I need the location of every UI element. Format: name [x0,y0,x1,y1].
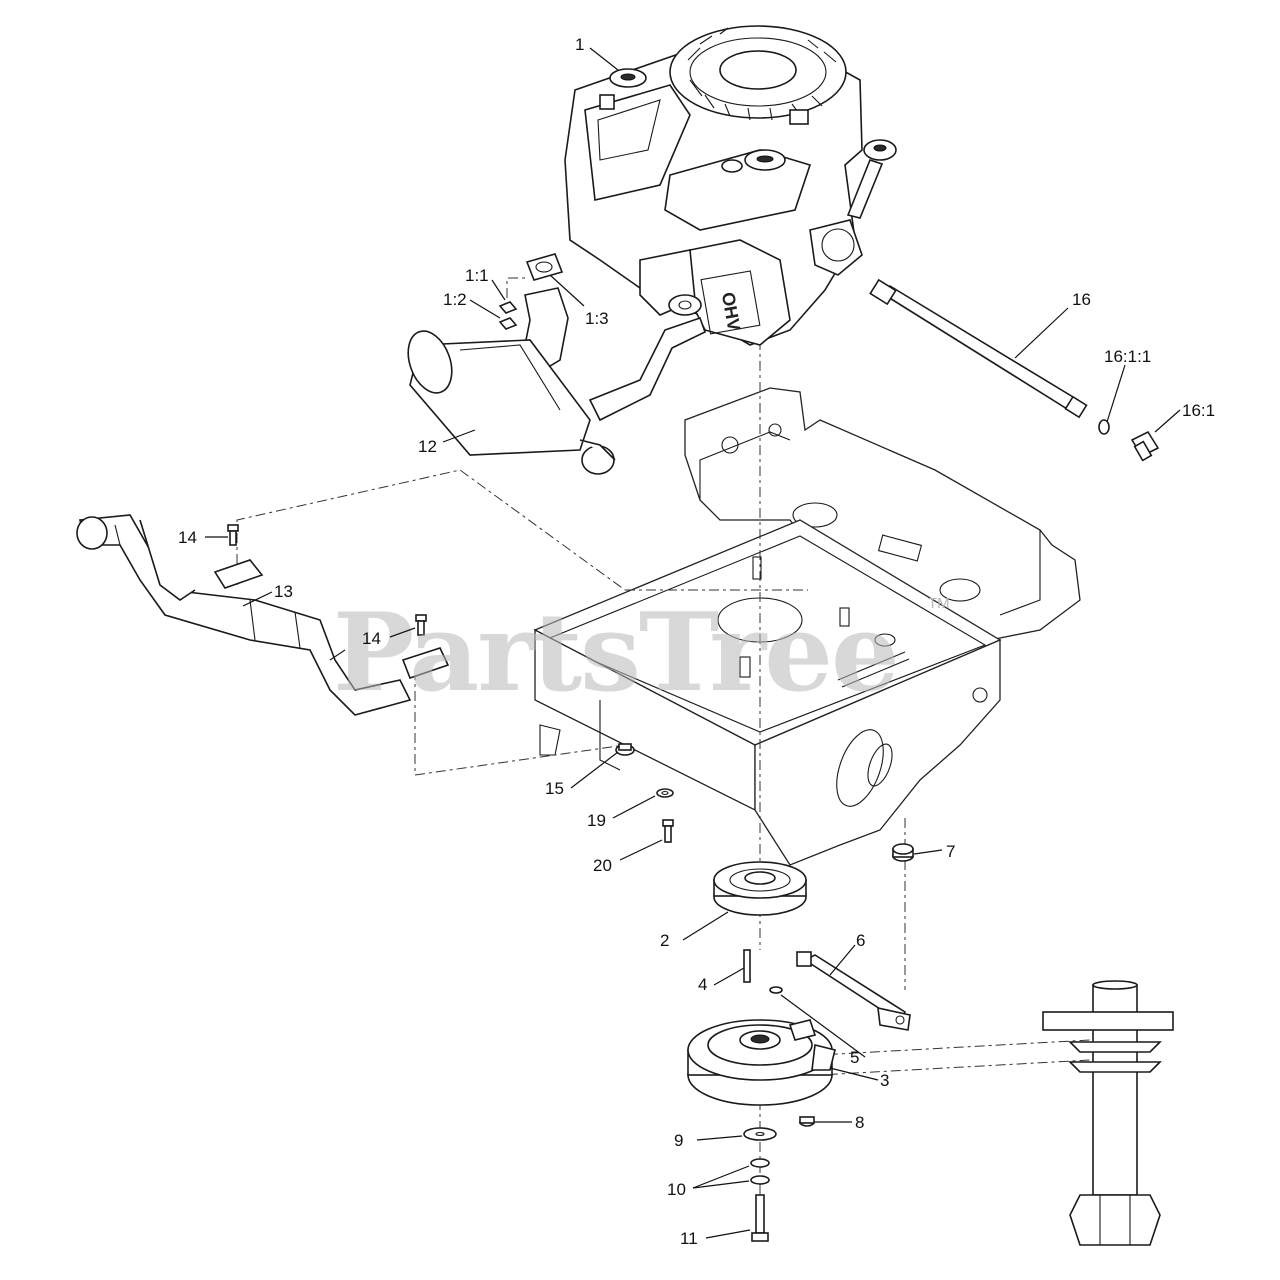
callout-7: 7 [946,842,955,861]
callout-16: 16 [1072,290,1091,309]
callout-9: 9 [674,1131,683,1150]
callout-1: 1 [575,35,584,54]
handle-bar[interactable] [76,514,450,716]
watermark-trademark: TM [928,595,950,612]
callout-11: 11 [680,1229,698,1248]
flange-nut[interactable] [615,743,635,756]
anti-rotation-bracket[interactable] [796,951,911,1031]
large-washer[interactable] [743,1127,777,1141]
grommet[interactable] [892,843,914,862]
hydraulic-hose[interactable] [869,278,1088,419]
callout-1-2: 1:2 [443,290,467,309]
spring-washer[interactable] [750,1158,770,1185]
spacer-washer[interactable] [769,986,783,994]
washer-detail-view [1042,980,1174,1246]
callout-14-top: 14 [178,528,197,547]
leader-lines [205,47,1181,1239]
pulley[interactable] [713,861,807,916]
callout-20: 20 [593,856,612,875]
exhaust-nut[interactable] [498,301,518,330]
watermark-logo: PartsTree [333,590,898,716]
o-ring[interactable] [1098,419,1110,435]
callout-1-3: 1:3 [585,309,609,328]
key[interactable] [743,949,751,983]
callout-16-1-1: 16:1:1 [1104,347,1151,366]
washer[interactable] [656,788,674,798]
clutch-bolt[interactable] [751,1194,769,1242]
fitting[interactable] [1130,430,1160,462]
callout-8: 8 [855,1113,864,1132]
pto-clutch[interactable] [687,1019,836,1106]
callout-labels: 1 1:1 1:2 1:3 2 3 4 5 6 7 8 9 10 11 12 1… [178,35,1215,1248]
callout-5: 5 [850,1048,859,1067]
nut[interactable] [799,1116,815,1127]
muffler[interactable] [400,287,706,475]
engine[interactable]: OHV [564,25,897,346]
callout-12: 12 [418,437,437,456]
chassis-frame [533,387,1081,866]
callout-15: 15 [545,779,564,798]
callout-6: 6 [856,931,865,950]
callout-16-1: 16:1 [1182,401,1215,420]
callout-4: 4 [698,975,707,994]
exhaust-gasket[interactable] [525,253,564,281]
bolt[interactable] [227,524,427,636]
callout-14-bottom: 14 [362,629,381,648]
callout-3: 3 [880,1071,889,1090]
callout-2: 2 [660,931,669,950]
callout-19: 19 [587,811,606,830]
callout-1-1: 1:1 [465,266,489,285]
callout-10: 10 [667,1180,686,1199]
bolt-short[interactable] [662,819,674,843]
callout-13: 13 [274,582,293,601]
